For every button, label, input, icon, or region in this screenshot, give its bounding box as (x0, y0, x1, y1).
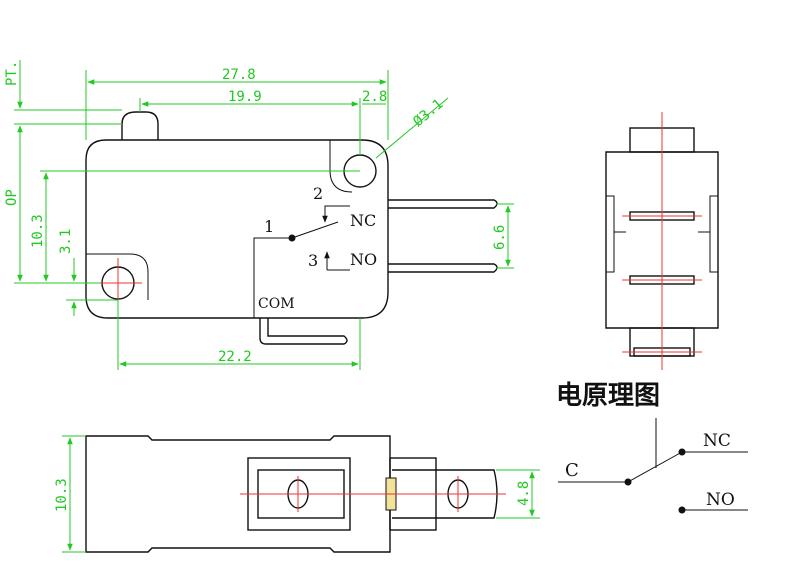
bottom-view (85, 435, 506, 553)
schematic-label-nc: NC (703, 431, 731, 451)
bottom-dimensions: 10.3 4.8 (54, 435, 540, 553)
terminal-label-nc: NC (350, 211, 376, 230)
dim-10-3-side: 10.3 (30, 214, 46, 248)
bottom-body (85, 435, 391, 553)
dim-3-1: 3.1 (58, 229, 74, 254)
terminal-nc (388, 199, 498, 209)
dim-27-8: 27.8 (222, 67, 256, 83)
dim-4-8: 4.8 (516, 481, 532, 506)
schematic-label-no: NO (706, 490, 735, 510)
dim-22-2: 22.2 (218, 349, 252, 365)
side-view (605, 112, 719, 370)
dim-10-3-bottom: 10.3 (54, 478, 70, 512)
dim-19-9: 19.9 (228, 89, 262, 105)
dim-op: OP (4, 189, 20, 206)
schematic-title: 电原理图 (556, 381, 660, 411)
nc-wire (324, 205, 350, 222)
contact-lever (291, 221, 339, 239)
schematic-label-c: C (565, 460, 579, 481)
front-view: 2 1 3 NC NO COM (85, 111, 498, 345)
terminal-label-no: NO (350, 250, 377, 269)
schematic: 电原理图 C NC NO (556, 381, 748, 514)
terminal-label-com: COM (258, 296, 295, 312)
front-dimensions: 27.8 19.9 2.8 Ø3.1 PT. OP 10.3 3.1 6.6 (4, 60, 514, 370)
terminal-label-2: 2 (313, 184, 323, 203)
dim-line-hole (375, 97, 449, 159)
terminal-label-3: 3 (308, 251, 318, 270)
terminal-no (388, 263, 498, 273)
plunger (121, 111, 159, 140)
dim-hole: Ø3.1 (410, 96, 446, 130)
switch-body-outline (85, 139, 389, 319)
terminal-label-1: 1 (264, 217, 274, 236)
dim-pt: PT. (4, 61, 20, 86)
dim-2-8: 2.8 (362, 89, 387, 105)
side-body (605, 151, 719, 329)
dim-6-6: 6.6 (492, 225, 508, 250)
terminal-com (259, 318, 348, 345)
schematic-lever (627, 451, 683, 483)
com-wire (253, 237, 292, 318)
hole-boss-outline (86, 253, 149, 300)
top-boss-outline (329, 140, 353, 193)
